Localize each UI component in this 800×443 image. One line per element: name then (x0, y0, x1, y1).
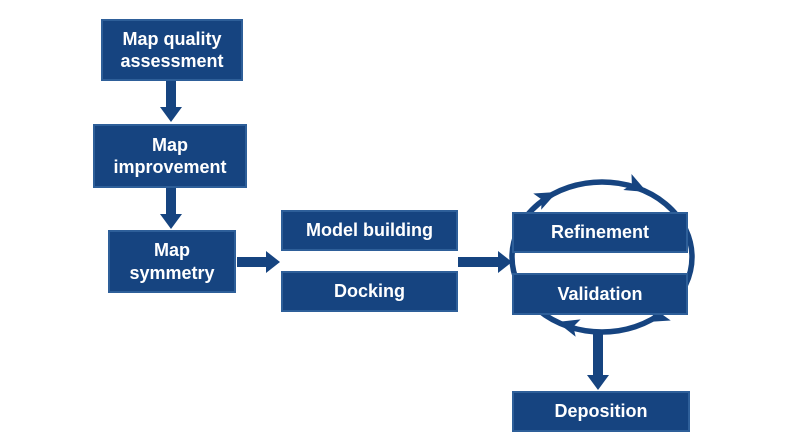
arrow-quality-to-improvement-icon (160, 81, 182, 122)
arrow-cycle-to-deposition-icon (587, 332, 609, 390)
node-map-quality-assessment: Map quality assessment (101, 19, 243, 81)
arrow-symmetry-to-modeling-icon (237, 251, 280, 273)
node-docking: Docking (281, 271, 458, 312)
node-map-improvement: Map improvement (93, 124, 247, 188)
cycle-arrowhead-top-left-icon (533, 192, 557, 210)
arrow-modeling-to-refinement-icon (458, 251, 512, 273)
node-refinement: Refinement (512, 212, 688, 253)
cycle-arrowhead-bottom-left-icon (557, 319, 581, 337)
node-map-symmetry: Map symmetry (108, 230, 236, 293)
cycle-arrowhead-top-right-icon (623, 173, 647, 192)
node-model-building: Model building (281, 210, 458, 251)
node-deposition: Deposition (512, 391, 690, 432)
node-validation: Validation (512, 273, 688, 315)
arrow-improvement-to-symmetry-icon (160, 188, 182, 229)
